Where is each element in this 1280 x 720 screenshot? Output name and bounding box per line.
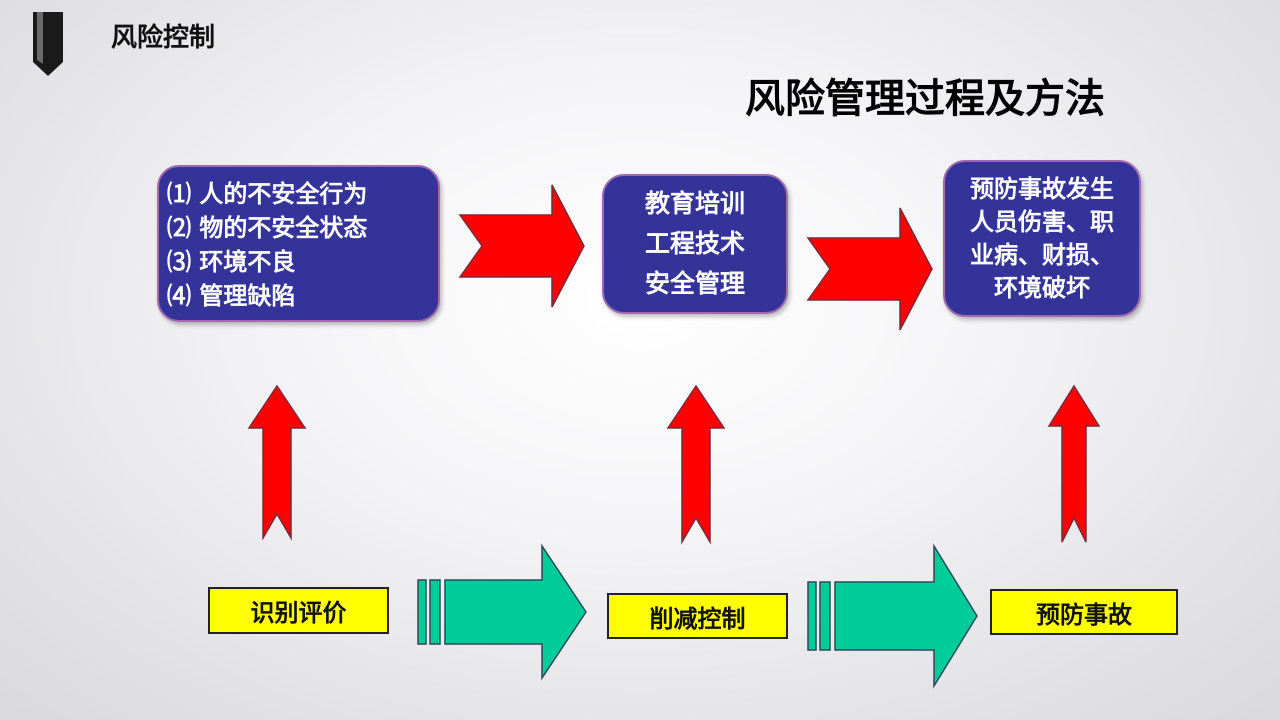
reduce-control-label: 削减控制 [607, 593, 788, 639]
measure-line: 教育培训 [644, 189, 745, 218]
red-right-arrow [458, 184, 585, 308]
teal-right-arrow [417, 543, 587, 681]
prevent-accident-label: 预防事故 [990, 589, 1178, 635]
causes-box: ⑴ 人的不安全行为 ⑵ 物的不安全状态 ⑶ 环境不良 ⑷ 管理缺陷 [157, 165, 440, 322]
red-up-arrow [247, 384, 307, 541]
red-right-arrow [806, 207, 933, 331]
red-up-arrow [666, 384, 726, 545]
cause-line: ⑴ 人的不安全行为 [167, 180, 368, 208]
teal-right-arrow [807, 543, 978, 689]
measure-line: 工程技术 [644, 229, 745, 258]
page-title: 风险管理过程及方法 [745, 76, 1105, 122]
red-up-arrow [1047, 384, 1101, 543]
prevention-line: 业病、财损、 [970, 240, 1114, 269]
cause-line: ⑷ 管理缺陷 [167, 282, 296, 310]
header-title: 风险控制 [111, 23, 216, 53]
measures-box: 教育培训 工程技术 安全管理 [602, 174, 788, 314]
prevention-line: 人员伤害、职 [970, 207, 1114, 236]
prevention-line: 预防事故发生 [970, 174, 1114, 203]
identify-assess-label: 识别评价 [208, 587, 389, 634]
prevention-box: 预防事故发生 人员伤害、职 业病、财损、 环境破坏 [943, 160, 1141, 317]
header-bookmark-icon [33, 12, 63, 76]
measure-line: 安全管理 [644, 269, 745, 298]
cause-line: ⑵ 物的不安全状态 [167, 214, 368, 242]
prevention-line: 环境破坏 [994, 273, 1090, 302]
cause-line: ⑶ 环境不良 [167, 248, 296, 276]
